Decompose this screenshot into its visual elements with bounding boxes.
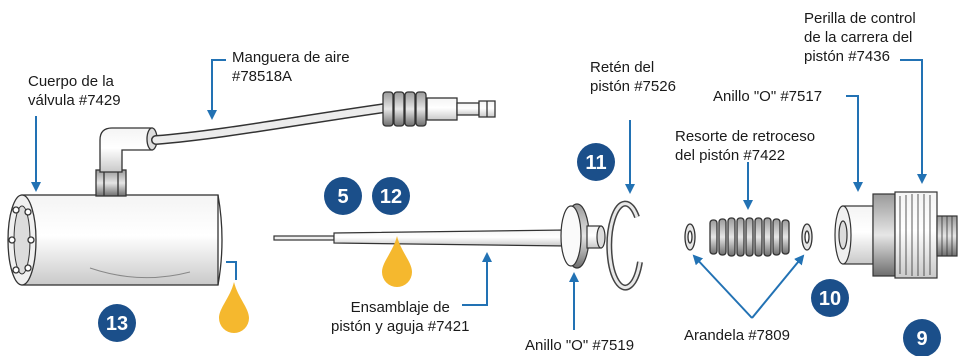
- oil-drop-icon: [219, 282, 249, 333]
- svg-text:13: 13: [106, 313, 128, 335]
- leader-washer-right: [751, 254, 805, 319]
- label-washer: Arandela #7809: [684, 327, 790, 344]
- step-badge-9: 9: [903, 319, 941, 356]
- leader-air-hose: [207, 59, 226, 120]
- step-badge-12: 12: [372, 177, 410, 215]
- step-badge-10: 10: [811, 279, 849, 317]
- leader-piston-needle: [462, 252, 492, 306]
- svg-text:11: 11: [585, 152, 606, 174]
- label-piston-retainer: Retén del pistón #7526: [590, 59, 676, 95]
- step-badge-11: 11: [577, 143, 615, 181]
- air-hose-part: [151, 91, 496, 145]
- leader-o-ring-7517: [846, 95, 863, 192]
- leader-washer-left: [692, 254, 753, 319]
- elbow-fitting: [95, 127, 158, 197]
- valve-body-part: [7, 194, 223, 286]
- return-spring-part: [709, 217, 790, 257]
- stroke-control-knob-part: [834, 191, 958, 279]
- step-badge-5: 5: [324, 177, 362, 215]
- label-valve-body: Cuerpo de la válvula #7429: [28, 73, 121, 109]
- label-stroke-knob: Perilla de control de la carrera del pis…: [804, 10, 916, 65]
- label-piston-needle: Ensamblaje de pistón y aguja #7421: [331, 299, 470, 335]
- oil-drop-icon: [382, 236, 412, 287]
- label-return-spring: Resorte de retroceso del pistón #7422: [675, 128, 816, 164]
- piston-needle-part: [273, 203, 606, 269]
- piston-retainer-part: [606, 200, 643, 291]
- svg-text:12: 12: [380, 186, 402, 208]
- svg-text:10: 10: [819, 288, 841, 310]
- label-o-ring-7517: Anillo "O" #7517: [713, 88, 823, 105]
- label-air-hose: Manguera de aire #78518A: [232, 49, 350, 85]
- leader-oil-drop: [226, 261, 237, 280]
- svg-text:5: 5: [337, 186, 348, 208]
- svg-text:9: 9: [916, 328, 927, 350]
- label-o-ring-7519: Anillo "O" #7519: [525, 337, 635, 354]
- leader-stroke-knob: [900, 59, 927, 184]
- washer-part: [684, 223, 813, 251]
- step-badge-13: 13: [98, 304, 136, 342]
